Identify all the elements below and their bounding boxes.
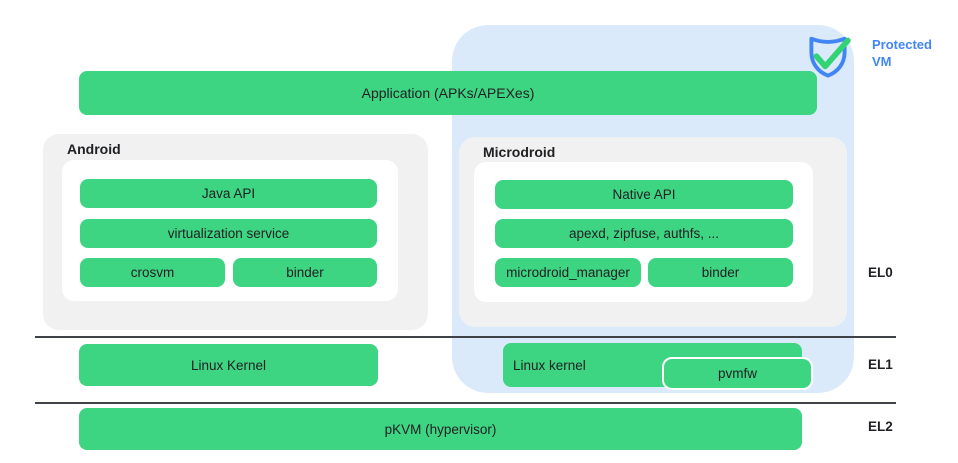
el0-el1-divider-line [35,336,896,338]
microdroid-manager-bar: microdroid_manager [495,258,641,287]
microdroid-group-box: Microdroid Native API apexd, zipfuse, au… [459,137,847,327]
pkvm-hypervisor-bar: pKVM (hypervisor) [79,408,802,450]
android-group-box: Android Java API virtualization service … [43,134,428,330]
microdroid-group-title: Microdroid [483,144,556,160]
android-inner-box: Java API virtualization service crosvm b… [62,160,398,301]
protected-vm-label-line2: VM [872,54,892,69]
native-api-bar: Native API [495,180,793,209]
virtualization-service-bar: virtualization service [80,219,377,248]
crosvm-bar: crosvm [80,258,225,287]
protected-vm-label-line1: Protected [872,37,932,52]
android-group-title: Android [67,141,121,157]
android-binder-bar: binder [233,258,377,287]
host-linux-kernel-bar: Linux Kernel [79,344,378,386]
el2-label: EL2 [868,419,893,434]
shield-check-icon [809,36,851,78]
el1-label: EL1 [868,357,893,372]
application-bar: Application (APKs/APEXes) [79,71,817,115]
microdroid-inner-box: Native API apexd, zipfuse, authfs, ... m… [474,162,813,302]
microdroid-services-bar: apexd, zipfuse, authfs, ... [495,219,793,248]
microdroid-binder-bar: binder [648,258,793,287]
el1-el2-divider-line [35,402,896,404]
protected-vm-label: Protected VM [872,36,932,70]
java-api-bar: Java API [80,179,377,208]
pvmfw-bar: pvmfw [662,357,813,390]
el0-label: EL0 [868,265,893,280]
